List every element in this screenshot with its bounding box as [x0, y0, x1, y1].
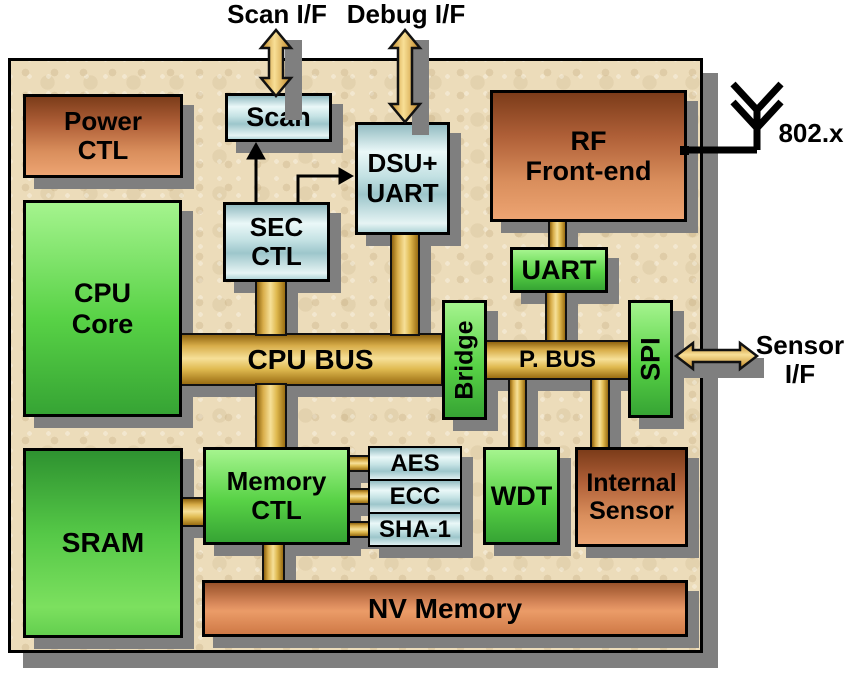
sec-ctl-label: SEC	[249, 211, 304, 242]
sec-to-dsu-arrow-icon	[296, 167, 355, 204]
radio-802x-label: 802.x	[778, 118, 844, 148]
sensor-if-arrow-icon	[673, 340, 760, 372]
internal-sensor-label: Internal	[586, 469, 677, 497]
ecc-block: ECC	[368, 479, 462, 514]
sec-to-scan-arrow-icon	[246, 141, 266, 204]
uart-label: UART	[521, 254, 597, 285]
sensor-if-label: Sensor I/F	[750, 330, 850, 390]
rf-frontend-block: RF Front-end	[490, 90, 687, 222]
memory-ctl-label2: CTL	[251, 495, 302, 525]
debug-if-arrow-icon	[387, 28, 423, 124]
memory-ctl-label: Memory	[226, 465, 327, 496]
sec-ctl-block: SEC CTL	[223, 202, 330, 282]
sha1-block: SHA-1	[368, 512, 462, 547]
ecc-label: ECC	[389, 482, 441, 510]
sha1-label: SHA-1	[378, 515, 451, 543]
nv-memory-label: NV Memory	[367, 592, 523, 624]
wdt-block: WDT	[483, 447, 560, 545]
power-ctl-label2: CTL	[77, 135, 129, 165]
p-bus-label: P. BUS	[519, 346, 596, 373]
spi-block: SPI	[628, 300, 673, 418]
wdt-label: WDT	[490, 480, 553, 511]
sram-label: SRAM	[61, 527, 145, 559]
cpubus-to-memctl-bus	[255, 383, 287, 449]
memory-ctl-block: Memory CTL	[203, 447, 350, 545]
debug-if-label: Debug I/F	[346, 0, 466, 29]
scan-arrow-shadow	[285, 40, 302, 120]
sec-ctl-label2: CTL	[251, 241, 302, 271]
scan-if-arrow-icon	[258, 28, 294, 98]
scan-if-label: Scan I/F	[227, 0, 327, 29]
dsu-uart-label2: UART	[366, 177, 439, 208]
dsu-to-cpubus-bus	[390, 233, 420, 336]
internal-sensor-block: Internal Sensor	[575, 447, 688, 547]
dsu-uart-label: DSU+	[367, 148, 438, 179]
aes-block: AES	[368, 446, 462, 481]
cpu-bus-label: CPU BUS	[247, 343, 374, 375]
cpu-core-label2: Core	[71, 308, 134, 339]
dsu-uart-block: DSU+ UART	[355, 122, 450, 235]
bridge-block: Bridge	[442, 300, 487, 420]
cpu-core-block: CPU Core	[23, 200, 182, 417]
power-ctl-label: Power	[63, 105, 143, 136]
crypto-stack: AES ECC SHA-1	[368, 446, 462, 547]
cpu-core-label: CPU	[73, 278, 131, 309]
debug-arrow-shadow	[412, 40, 429, 135]
rf-frontend-label2: Front-end	[525, 156, 652, 186]
aes-label: AES	[390, 449, 440, 477]
sensor-if-label-line2: I/F	[784, 359, 816, 390]
internal-sensor-label2: Sensor	[589, 497, 674, 525]
secctl-to-cpubus-bus	[255, 280, 287, 336]
rf-frontend-label: RF	[570, 125, 607, 156]
nv-memory-block: NV Memory	[202, 580, 688, 637]
uart-block: UART	[510, 247, 608, 293]
power-ctl-block: Power CTL	[23, 94, 183, 178]
sram-block: SRAM	[23, 448, 183, 638]
antenna-icon	[680, 81, 784, 155]
sensor-if-label-line1: Sensor	[755, 330, 845, 360]
